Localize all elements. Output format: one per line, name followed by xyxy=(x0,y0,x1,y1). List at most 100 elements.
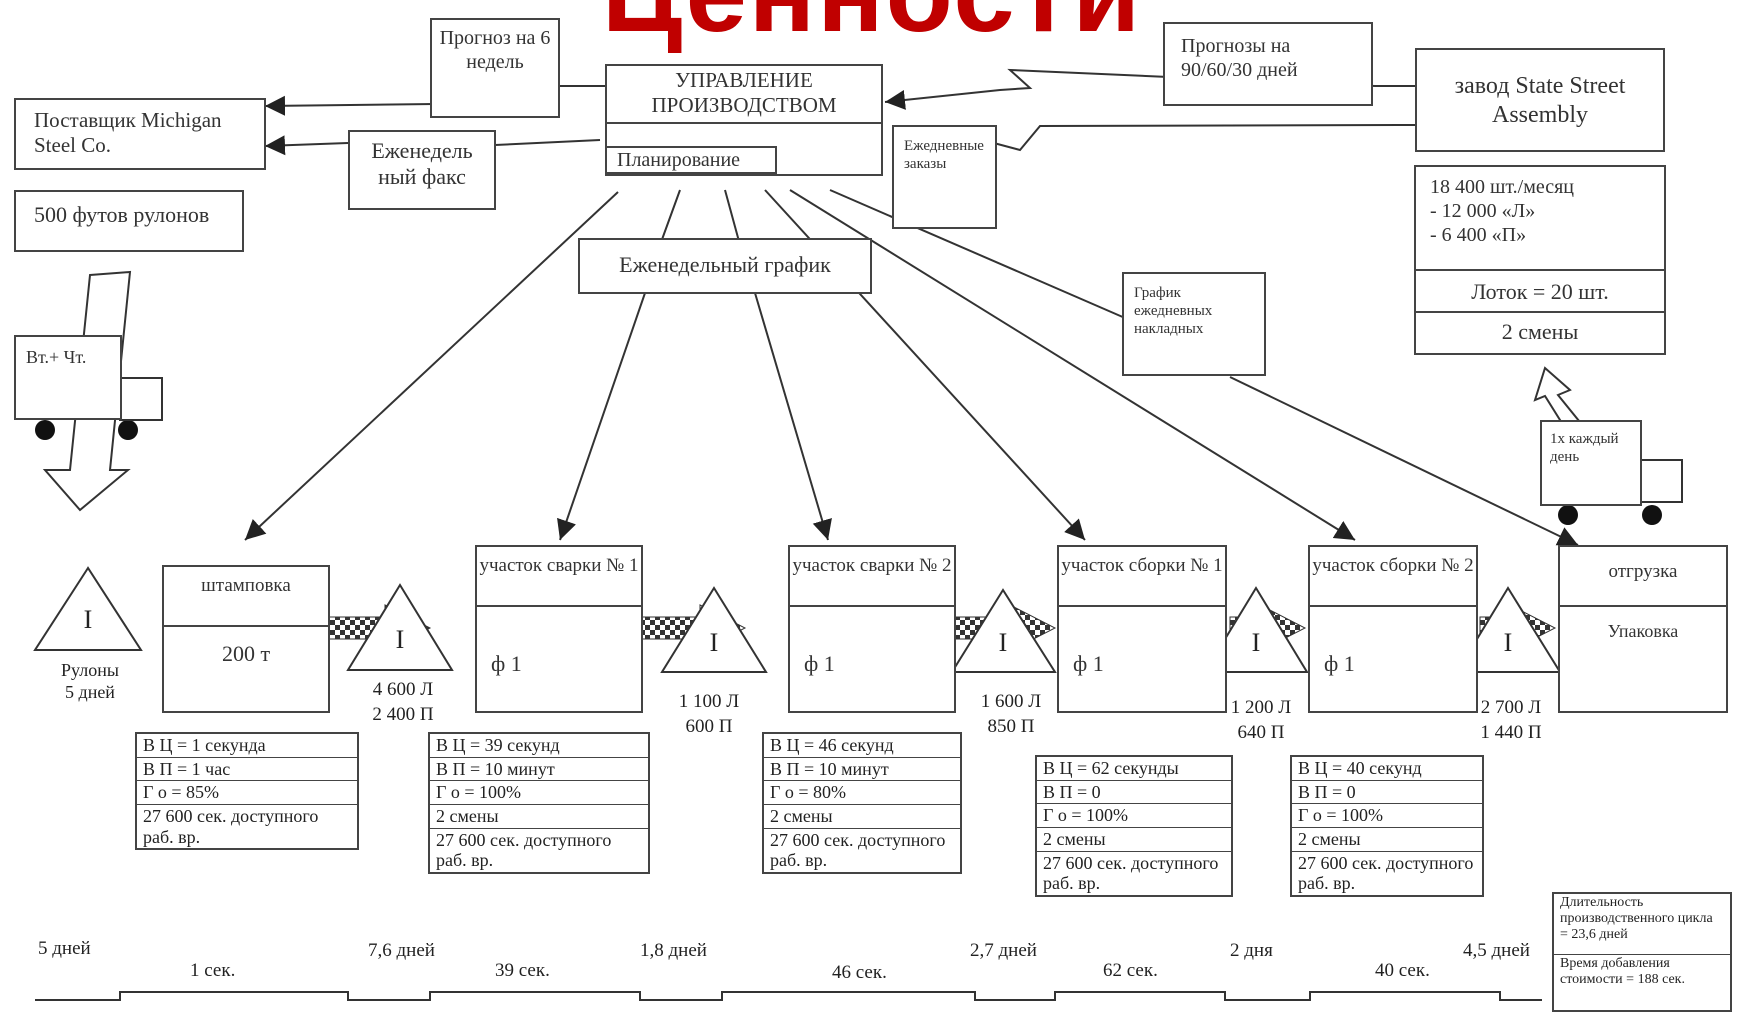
daily-ship-schedule-box: График ежедневных накладных xyxy=(1122,272,1266,376)
inventory-value-p: 640 П xyxy=(1237,721,1285,743)
process-body: ф 1 xyxy=(1324,651,1355,676)
inventory-symbol: I xyxy=(998,628,1008,657)
inventory-value-l: 1 600 Л xyxy=(980,691,1042,712)
data-row: 2 смены xyxy=(430,805,648,829)
timeline-seconds: 46 сек. xyxy=(832,962,887,983)
timeline-seconds: 39 сек. xyxy=(495,960,550,981)
summary-value-time: Время добавления стоимости = 188 сек. xyxy=(1560,956,1685,988)
truck-in-body: Вт.+ Чт. xyxy=(14,335,122,420)
truck-out-label: 1х каждый день xyxy=(1550,431,1619,465)
truck-out-body: 1х каждый день xyxy=(1540,420,1642,506)
daily-orders-box: Ежедневные заказы xyxy=(892,125,997,229)
data-row: Г о = 100% xyxy=(1292,804,1482,829)
daily-ship-schedule-text: График ежедневных накладных xyxy=(1134,285,1213,337)
inventory-value-l: 1 200 Л xyxy=(1230,697,1292,718)
data-row: В П = 0 xyxy=(1037,781,1231,805)
inventory-values: 1 200 Л 640 П xyxy=(1216,696,1306,745)
inventory-value-l: 4 600 Л xyxy=(372,679,434,700)
process-name: участок сварки № 1 xyxy=(477,547,641,607)
data-box-stamping: В Ц = 1 секунда В П = 1 час Г о = 85% 27… xyxy=(135,732,359,851)
customer-box: завод State Street Assembly xyxy=(1415,48,1665,152)
inventory-values: 1 100 Л 600 П xyxy=(664,690,754,739)
timeline-seconds: 62 сек. xyxy=(1103,960,1158,981)
raw-inventory-symbol: I xyxy=(83,605,93,634)
customer-name: завод State Street Assembly xyxy=(1454,73,1626,128)
weekly-schedule-text: Еженедельный график xyxy=(619,252,831,277)
timeline-summary: Длительность производственного цикла = 2… xyxy=(1552,892,1732,1012)
data-row: 27 600 сек. доступного раб. вр. xyxy=(143,806,319,847)
control-box: УПРАВЛЕНИЕ ПРОИЗВОДСТВОМ Планирование xyxy=(605,64,883,176)
inventory-symbol: I xyxy=(1503,628,1513,657)
data-row: В П = 10 минут xyxy=(764,758,960,782)
forecast-6-box: Прогноз на 6 недель xyxy=(430,18,560,118)
demand-1: - 12 000 «Л» xyxy=(1430,200,1536,222)
daily-orders-text: Ежедневные заказы xyxy=(904,138,984,172)
data-row: Г о = 80% xyxy=(764,781,960,806)
timeline-days: 1,8 дней xyxy=(640,940,707,961)
process-body: ф 1 xyxy=(804,651,835,676)
data-row: 27 600 сек. доступного раб. вр. xyxy=(1043,852,1219,894)
data-row: В Ц = 1 секунда xyxy=(137,734,357,758)
data-row: 27 600 сек. доступного раб. вр. xyxy=(770,829,946,871)
process-weld-1: участок сварки № 1 ф 1 xyxy=(475,545,643,713)
raw-inventory-label2: 5 дней xyxy=(65,682,115,702)
data-box-assembly-2: В Ц = 40 секунд В П = 0 Г о = 100% 2 сме… xyxy=(1290,755,1484,898)
tray-size: Лоток = 20 шт. xyxy=(1416,271,1664,313)
weekly-fax-text: Еженедель ный факс xyxy=(371,138,473,190)
forecast-90-box: Прогнозы на 90/60/30 дней xyxy=(1163,22,1373,106)
control-title: УПРАВЛЕНИЕ ПРОИЗВОДСТВОМ xyxy=(607,66,881,124)
inventory-symbol: I xyxy=(1251,628,1261,657)
timeline-days: 2,7 дней xyxy=(970,940,1037,961)
customer-data: 18 400 шт./месяц - 12 000 «Л» - 6 400 «П… xyxy=(1414,165,1666,355)
inventory-value-p: 850 П xyxy=(987,715,1035,737)
inventory-value-p: 600 П xyxy=(685,715,733,737)
data-row: В Ц = 46 секунд xyxy=(764,734,960,758)
demand-0: 18 400 шт./месяц xyxy=(1430,176,1575,198)
process-name: отгрузка xyxy=(1560,547,1726,607)
raw-inventory-label1: Рулоны xyxy=(61,660,119,680)
inventory-value-l: 1 100 Л xyxy=(678,691,740,712)
process-assembly-1: участок сборки № 1 ф 1 xyxy=(1057,545,1227,713)
timeline-seconds: 40 сек. xyxy=(1375,960,1430,981)
timeline-days: 5 дней xyxy=(38,938,91,959)
inventory-values: 1 600 Л 850 П xyxy=(966,690,1056,739)
data-row: 2 смены xyxy=(764,805,960,829)
process-name: участок сборки № 2 xyxy=(1310,547,1476,607)
inventory-values: 2 700 Л 1 440 П xyxy=(1466,696,1556,745)
customer-shifts: 2 смены xyxy=(1501,319,1579,344)
process-body: ф 1 xyxy=(491,651,522,676)
data-row: Г о = 85% xyxy=(137,781,357,806)
process-body: 200 т xyxy=(221,641,271,666)
process-name: участок сварки № 2 xyxy=(790,547,954,607)
process-assembly-2: участок сборки № 2 ф 1 xyxy=(1308,545,1478,713)
inventory-value-l: 2 700 Л xyxy=(1480,697,1542,718)
inventory-value-p: 1 440 П xyxy=(1480,721,1542,743)
data-row: 27 600 сек. доступного раб. вр. xyxy=(436,829,612,871)
timeline-days: 4,5 дней xyxy=(1463,940,1530,961)
process-shipping: отгрузка Упаковка xyxy=(1558,545,1728,713)
weekly-fax-box: Еженедель ный факс xyxy=(348,130,496,210)
supplier-box: Поставщик Michigan Steel Co. xyxy=(14,98,266,170)
supplier-note-text: 500 футов рулонов xyxy=(34,202,210,227)
summary-lead-time: Длительность производственного цикла = 2… xyxy=(1554,894,1730,955)
data-row: Г о = 100% xyxy=(1037,804,1231,829)
process-body: ф 1 xyxy=(1073,651,1104,676)
data-row: В Ц = 39 секунд xyxy=(430,734,648,758)
data-row: Г о = 100% xyxy=(430,781,648,806)
supplier-name: Поставщик Michigan Steel Co. xyxy=(34,108,222,158)
control-sub: Планирование xyxy=(607,146,777,174)
truck-in-label: Вт.+ Чт. xyxy=(26,347,87,367)
supplier-note: 500 футов рулонов xyxy=(14,190,244,252)
data-row: В П = 1 час xyxy=(137,758,357,782)
forecast-6-text: Прогноз на 6 недель xyxy=(439,27,551,73)
timeline-days: 7,6 дней xyxy=(368,940,435,961)
process-body: Упаковка xyxy=(1607,621,1679,641)
data-row: 2 смены xyxy=(1292,828,1482,852)
process-weld-2: участок сварки № 2 ф 1 xyxy=(788,545,956,713)
data-row: В Ц = 40 секунд xyxy=(1292,757,1482,781)
process-name: участок сборки № 1 xyxy=(1059,547,1225,607)
timeline-seconds: 1 сек. xyxy=(190,960,236,981)
process-stamping: штамповка 200 т xyxy=(162,565,330,713)
data-box-weld-1: В Ц = 39 секунд В П = 10 минут Г о = 100… xyxy=(428,732,650,875)
